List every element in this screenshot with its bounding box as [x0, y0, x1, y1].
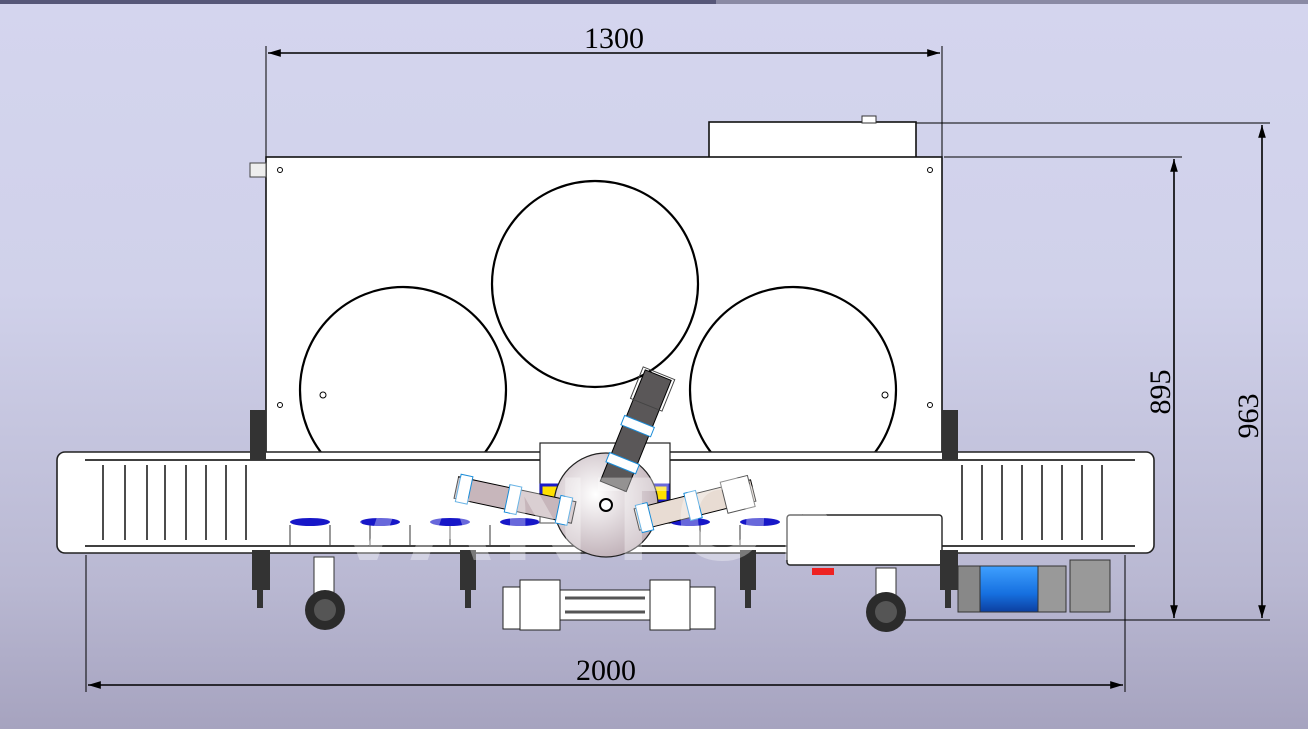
dimension-overall-width: 2000 — [85, 555, 1126, 692]
conveyor-supports — [250, 410, 958, 608]
top-bar-light — [716, 0, 1308, 4]
center-label-roll — [490, 179, 700, 389]
dimension-overall-height: 963 — [916, 122, 1270, 618]
caster-wheel-left — [305, 556, 345, 630]
screw-icon — [277, 402, 283, 408]
dimension-label-2000: 2000 — [576, 654, 636, 687]
window-top-bar — [0, 0, 1308, 4]
labeling-arm-vertical — [599, 366, 676, 493]
screw-icon — [927, 167, 933, 173]
dimension-label-1300: 1300 — [584, 22, 644, 55]
screw-icon — [927, 402, 933, 408]
cylinder-assembly — [502, 579, 716, 631]
control-box — [708, 121, 917, 159]
dimension-label-963: 963 — [1232, 394, 1265, 439]
dimension-top-width: 1300 — [265, 22, 943, 158]
red-indicator — [812, 568, 834, 575]
control-box-knob — [861, 115, 877, 124]
panel-fitting-left — [249, 162, 267, 178]
dimension-label-895: 895 — [1144, 370, 1177, 415]
labeling-arm-left — [453, 473, 577, 526]
electrical-box — [786, 514, 943, 566]
caster-wheel-right — [866, 567, 906, 632]
top-bar-dark — [0, 0, 716, 4]
bottle-caps — [290, 518, 780, 526]
watermark: VANTOK — [328, 452, 872, 586]
labeling-arm-right — [633, 474, 757, 534]
screw-icon — [277, 167, 283, 173]
dimension-body-height: 895 — [880, 156, 1270, 621]
drive-motor — [957, 559, 1111, 613]
